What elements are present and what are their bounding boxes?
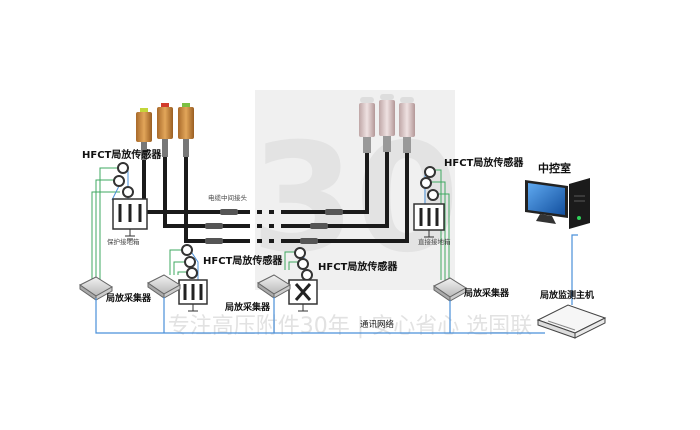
hfct-sensor-icon [424, 166, 436, 178]
hfct-sensor-icon [181, 244, 193, 256]
label-control-room: 中控室 [538, 161, 571, 175]
label-network: 通讯网络 [360, 319, 395, 330]
cable-terminal-icon [379, 94, 395, 152]
collector-device-icon [79, 276, 113, 301]
hfct-sensor-icon [186, 267, 198, 279]
label-hfct-mid-right: HFCT局放传感器 [318, 260, 398, 273]
collector-device-icon [147, 274, 181, 299]
label-hfct-top-left: HFCT局放传感器 [82, 148, 162, 161]
hfct-sensor-icon [427, 189, 439, 201]
right-cable-terminals [359, 94, 415, 153]
label-collector-1: 局放采集器 [106, 292, 152, 304]
joint-icon [310, 223, 328, 229]
cable-a-left [142, 160, 245, 214]
cable-terminal-icon [359, 97, 375, 153]
cable-terminal-icon [157, 103, 173, 157]
collector-device-icon [433, 277, 467, 302]
joint-icon [205, 223, 223, 229]
left-cable-terminals [136, 103, 194, 160]
grounding-box-icon [112, 198, 148, 240]
cable-terminal-icon [399, 97, 415, 153]
hfct-sensors-mid-left [181, 244, 198, 279]
watermark-slogan: 专注高压附件30年 | 安心省心 选国联 [168, 314, 532, 339]
grounding-box-icon [413, 203, 445, 238]
hfct-sensors-top-right [420, 166, 439, 201]
hfct-sensor-icon [294, 247, 306, 259]
label-hfct-top-right: HFCT局放传感器 [444, 156, 524, 169]
grounding-box-icon [178, 279, 208, 312]
label-protect-box: 保护接地箱 [107, 237, 140, 246]
joint-icon [325, 209, 343, 215]
label-hfct-mid-left: HFCT局放传感器 [203, 254, 283, 267]
joint-icon [300, 238, 318, 244]
hfct-sensor-icon [117, 162, 129, 174]
collector-device-icon [257, 274, 291, 299]
grounding-box-icon [288, 279, 318, 312]
cable-joints [205, 209, 343, 244]
label-collector-3: 局放采集器 [225, 301, 271, 313]
hfct-sensor-icon [113, 175, 125, 187]
joint-icon [205, 238, 223, 244]
hfct-sensors-top-left [113, 162, 134, 198]
hfct-sensors-mid-right [294, 247, 313, 281]
diagram-labels: HFCT局放传感器 HFCT局放传感器 HFCT局放传感器 HFCT局放传感器 … [82, 148, 594, 330]
joint-icon [220, 209, 238, 215]
label-monitor-host: 局放监测主机 [540, 289, 594, 301]
label-collector-4: 局放采集器 [464, 287, 510, 299]
monitor-host-icon [536, 304, 607, 339]
network-bus [95, 234, 578, 334]
hfct-sensor-icon [301, 269, 313, 281]
cable-b-left [163, 157, 245, 228]
cable-c-right [285, 153, 409, 243]
hfct-sensor-icon [184, 256, 196, 268]
hfct-sensor-icon [297, 258, 309, 270]
label-direct-box: 直接接地箱 [418, 237, 451, 246]
hfct-sensor-icon [122, 186, 134, 198]
hfct-sensor-icon [420, 177, 432, 189]
computer-icon [525, 178, 590, 229]
watermark-block [255, 90, 455, 290]
cable-a-right [285, 153, 369, 214]
cable-terminal-icon [178, 103, 194, 157]
label-cable-joint: 电缆中间接头 [208, 193, 248, 202]
cable-c-left [184, 157, 245, 243]
cable-terminal-icon [136, 108, 152, 160]
